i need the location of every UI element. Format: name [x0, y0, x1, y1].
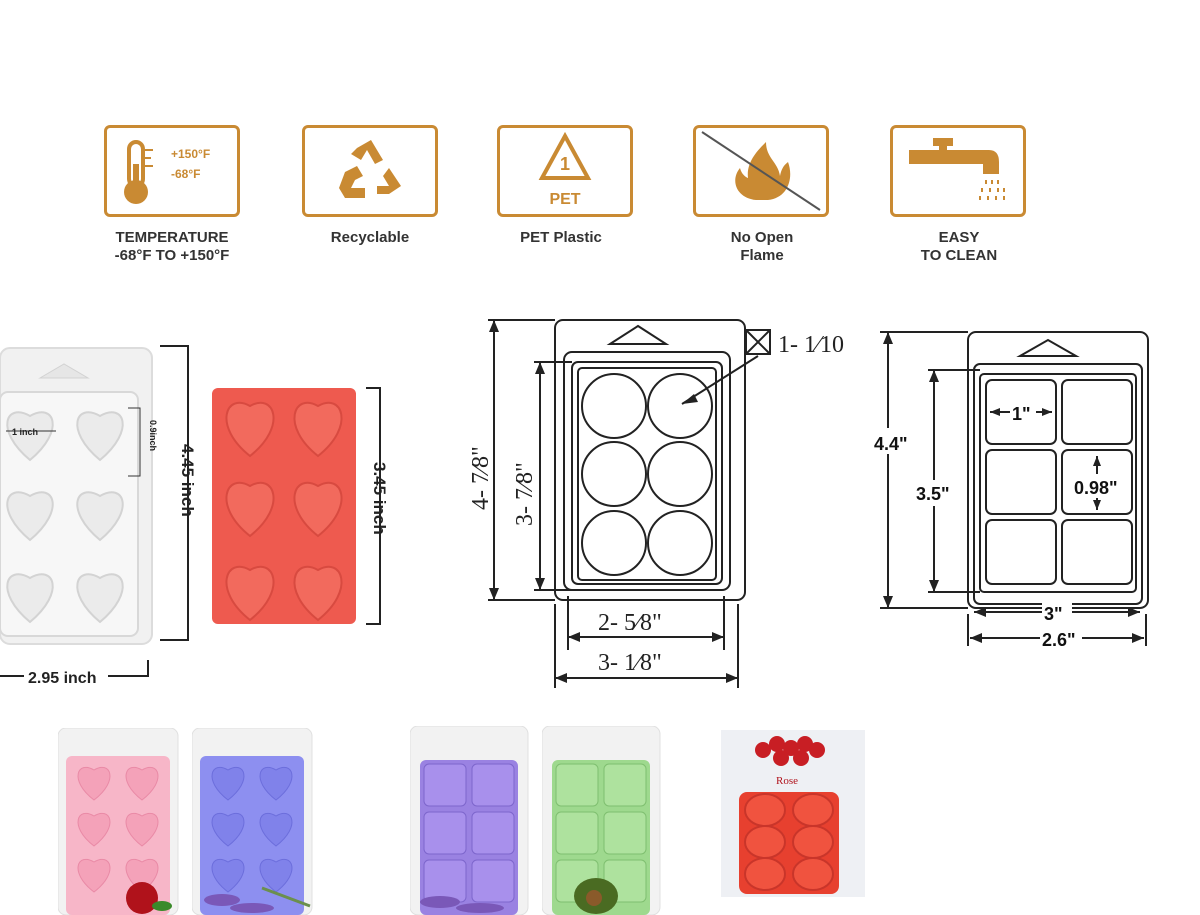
- pet-code: 1: [560, 154, 570, 174]
- square-outer-height-label: 4.4": [874, 434, 908, 454]
- red-height-label: 3.45 inch: [370, 462, 389, 535]
- photo-dimensions-panel: 1 inch 0.9inch 4.45 inch 2.95 inch 3.45 …: [0, 340, 400, 690]
- inner-width-label: 2- 5⁄8": [598, 610, 662, 636]
- purple-heart-tray: [191, 727, 316, 915]
- square-inner-height-label: 3.5": [916, 484, 950, 504]
- cavity-height-label: 0.9inch: [148, 420, 158, 451]
- square-bottom-width-label: 2.6": [1042, 630, 1076, 650]
- cavity-width-label: 1 inch: [12, 427, 38, 437]
- feature-label: PET Plastic: [520, 229, 602, 246]
- rose-oval-tray: Rose: [721, 730, 865, 902]
- faucet-icon: [890, 125, 1026, 217]
- square-inner-width-label: 3": [1044, 604, 1063, 624]
- pet-recycle-icon: 1 PET: [497, 125, 633, 217]
- no-flame-icon: [693, 125, 829, 217]
- outer-width-label: 3- 1⁄8": [598, 650, 662, 676]
- square-cavity-height-label: 0.98": [1074, 478, 1118, 498]
- square-drawing-panel: 4.4" 3.5" 1" 0.98" 3" 2.6": [850, 320, 1190, 660]
- feature-label: No Open Flame: [730, 229, 794, 264]
- square-cavity-width-label: 1": [1012, 404, 1031, 424]
- rose-label: Rose: [776, 775, 798, 787]
- width-label: 2.95 inch: [28, 670, 96, 687]
- red-heart-tray: [212, 388, 356, 624]
- recycle-icon: [302, 125, 438, 217]
- pink-heart-tray: [57, 727, 182, 915]
- temp-high-label: +150°F: [171, 147, 210, 161]
- outer-height-label: 4- 7⁄8": [468, 446, 494, 510]
- round-drawing-panel: 4- 7⁄8" 3- 7⁄8" 2- 5⁄8" 3- 1⁄8" 1- 1⁄10: [460, 300, 860, 690]
- temp-low-label: -68°F: [171, 167, 200, 181]
- purple-square-tray: [409, 725, 534, 915]
- feature-label: Recyclable: [330, 229, 410, 246]
- depth-label: 1- 1⁄10: [778, 332, 844, 358]
- feature-label: EASY TO CLEAN: [920, 229, 998, 264]
- pet-material: PET: [549, 191, 580, 208]
- thermometer-icon: +150°F -68°F: [104, 125, 240, 217]
- feature-label: TEMPERATURE -68°F TO +150°F: [114, 229, 230, 264]
- green-square-tray: [541, 725, 666, 915]
- clear-clamshell: [0, 347, 153, 645]
- clear-height-label: 4.45 inch: [178, 444, 197, 517]
- inner-height-label: 3- 7⁄8": [512, 462, 538, 526]
